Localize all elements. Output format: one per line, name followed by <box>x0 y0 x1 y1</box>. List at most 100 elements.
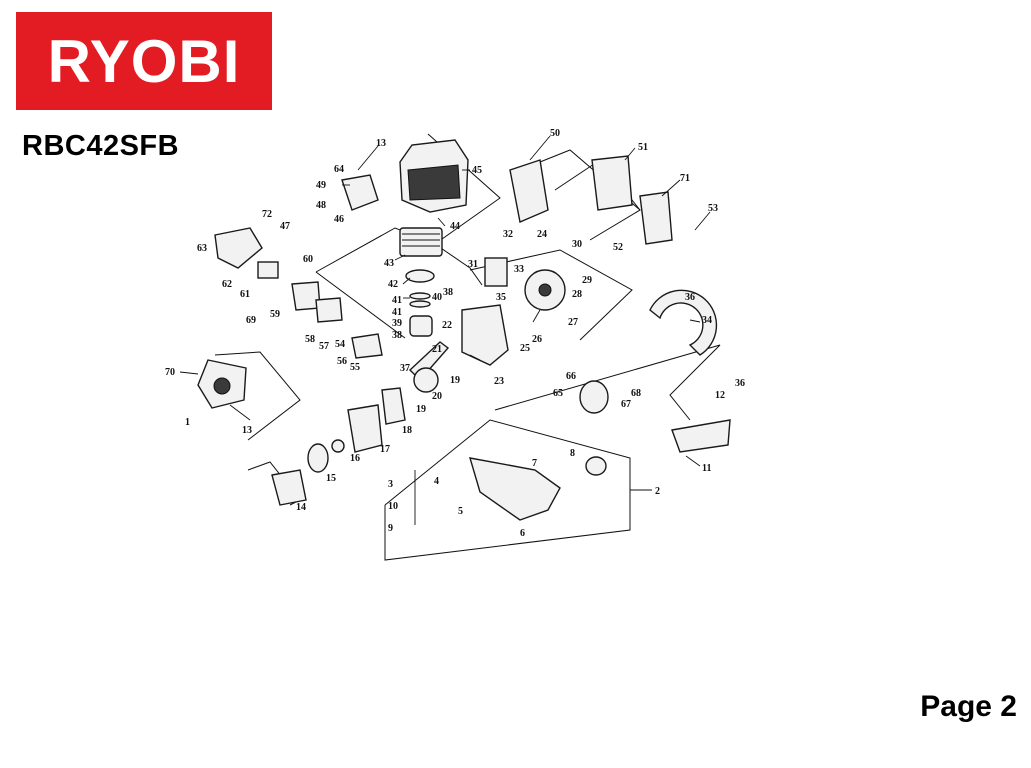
callout-69: 69 <box>246 315 256 326</box>
model-number: RBC42SFB <box>22 130 180 162</box>
callout-46: 46 <box>334 214 344 225</box>
callout-6: 6 <box>520 528 525 539</box>
logo-text: RYOBI <box>48 28 241 95</box>
callout-19b: 19 <box>416 404 426 415</box>
callout-63: 63 <box>197 243 207 254</box>
callout-3: 3 <box>388 479 393 490</box>
parts <box>197 139 731 525</box>
ignition-coil <box>484 257 508 287</box>
callout-50: 50 <box>550 128 560 139</box>
callout-16: 16 <box>350 453 360 464</box>
crankcase-half <box>347 404 383 453</box>
crankcase <box>461 304 509 366</box>
callout-59: 59 <box>270 309 280 320</box>
page-number: Page 2 <box>920 690 1017 723</box>
cylinder <box>399 227 443 257</box>
callout-54: 54 <box>335 339 345 350</box>
callout-38b: 38 <box>392 330 402 341</box>
callout-36b: 36 <box>735 378 745 389</box>
starter-pulley <box>307 443 329 473</box>
back-plate <box>591 155 633 211</box>
callout-12: 12 <box>715 390 725 401</box>
callout-43: 43 <box>384 258 394 269</box>
logo-background <box>16 12 272 110</box>
muffler <box>351 333 383 359</box>
callout-2: 2 <box>655 486 660 497</box>
callout-60: 60 <box>303 254 313 265</box>
plug-cap-housing <box>341 174 379 211</box>
callout-29: 29 <box>582 275 592 286</box>
fuel-tank <box>469 457 561 521</box>
callout-19: 19 <box>450 375 460 386</box>
ryobi-logo: RYOBI <box>16 12 272 110</box>
callout-40: 40 <box>432 292 442 303</box>
fan-housing <box>649 289 718 356</box>
callout-8: 8 <box>570 448 575 459</box>
callout-25: 25 <box>520 343 530 354</box>
callout-47: 47 <box>280 221 290 232</box>
callout-44: 44 <box>450 221 460 232</box>
carburetor <box>291 281 321 311</box>
callout-41: 41 <box>392 295 402 306</box>
callout-30: 30 <box>572 239 582 250</box>
callout-56: 56 <box>337 356 347 367</box>
callout-57: 57 <box>319 341 329 352</box>
piston <box>409 315 433 337</box>
callout-52: 52 <box>613 242 623 253</box>
part-callouts: 1 2 3 4 5 6 7 8 9 10 11 12 13 13 14 15 1… <box>165 128 745 539</box>
clamp <box>671 419 731 453</box>
callout-66: 66 <box>566 371 576 382</box>
callout-68: 68 <box>631 388 641 399</box>
callout-67: 67 <box>621 399 631 410</box>
callout-45: 45 <box>472 165 482 176</box>
callout-55: 55 <box>350 362 360 373</box>
callout-42: 42 <box>388 279 398 290</box>
callout-10: 10 <box>388 501 398 512</box>
callout-41b: 41 <box>392 307 402 318</box>
callout-64: 64 <box>334 164 344 175</box>
callout-20: 20 <box>432 391 442 402</box>
callout-13: 13 <box>376 138 386 149</box>
callout-61: 61 <box>240 289 250 300</box>
callout-4: 4 <box>434 476 439 487</box>
callout-32: 32 <box>503 229 513 240</box>
leader-lines <box>179 135 711 491</box>
callout-22: 22 <box>442 320 452 331</box>
callout-23: 23 <box>494 376 504 387</box>
callout-1: 1 <box>185 417 190 428</box>
back-pad <box>639 191 673 245</box>
crankshaft <box>413 367 439 393</box>
seal <box>331 439 345 453</box>
callout-49: 49 <box>316 180 326 191</box>
callout-14: 14 <box>296 502 306 513</box>
callout-58: 58 <box>305 334 315 345</box>
callout-65: 65 <box>553 388 563 399</box>
callout-11: 11 <box>702 463 711 474</box>
callout-5: 5 <box>458 506 463 517</box>
callout-70: 70 <box>165 367 175 378</box>
piston-ring-lower <box>409 300 431 308</box>
callout-51: 51 <box>638 142 648 153</box>
callout-38: 38 <box>443 287 453 298</box>
callout-28: 28 <box>572 289 582 300</box>
callout-15: 15 <box>326 473 336 484</box>
callout-72: 72 <box>262 209 272 220</box>
callout-71: 71 <box>680 173 690 184</box>
callout-9: 9 <box>388 523 393 534</box>
insulator <box>315 297 343 323</box>
air-filter <box>257 261 279 279</box>
callout-24: 24 <box>537 229 547 240</box>
air-cleaner-case <box>214 227 263 269</box>
callout-26: 26 <box>532 334 542 345</box>
callout-39: 39 <box>392 318 402 329</box>
callout-21: 21 <box>432 344 442 355</box>
callout-34: 34 <box>702 315 712 326</box>
cylinder-gasket <box>405 269 435 283</box>
callout-62: 62 <box>222 279 232 290</box>
callout-17: 17 <box>380 444 390 455</box>
callout-37: 37 <box>400 363 410 374</box>
callout-35: 35 <box>496 292 506 303</box>
callout-18: 18 <box>402 425 412 436</box>
callout-36: 36 <box>685 292 695 303</box>
